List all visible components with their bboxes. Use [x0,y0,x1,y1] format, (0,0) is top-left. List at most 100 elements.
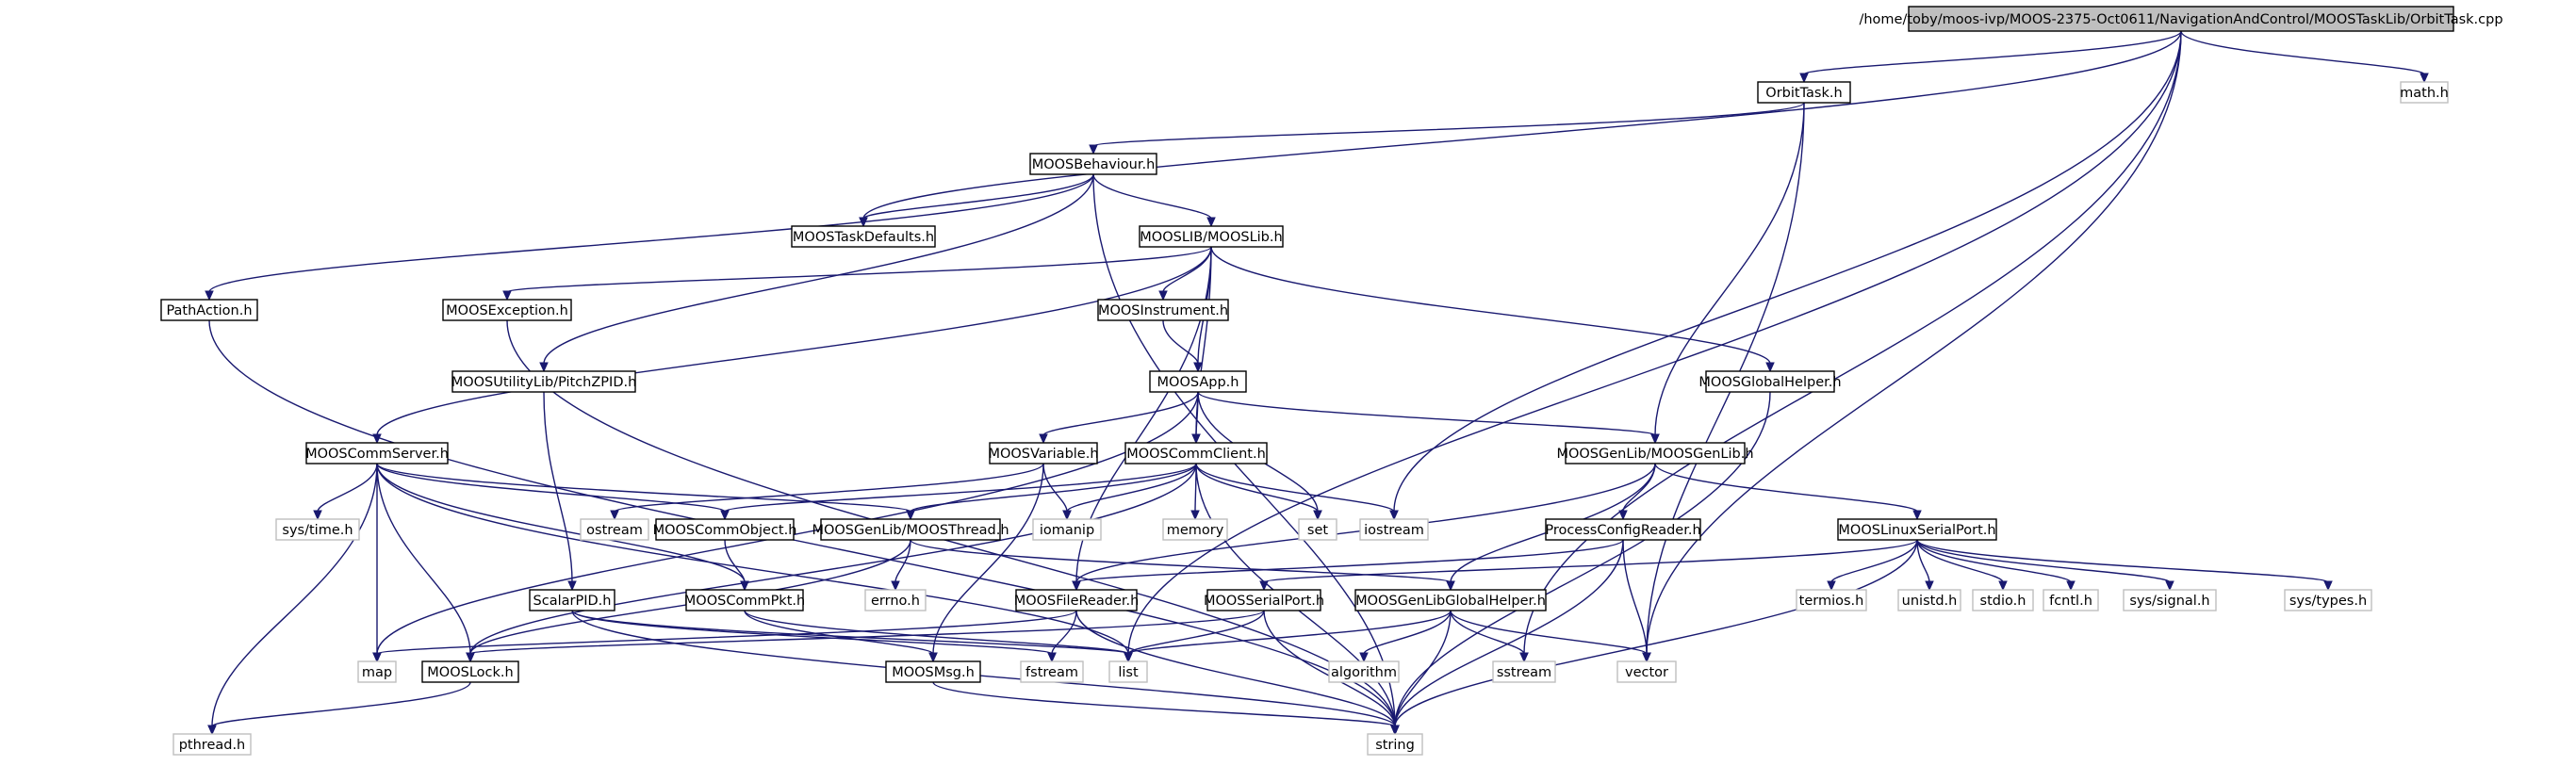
edge-moosbehaviour_h-to-mooslib_h [1092,173,1212,220]
node-label[interactable]: MOOSBehaviour.h [1032,157,1156,172]
node-label[interactable]: ScalarPID.h [533,594,612,609]
node-label[interactable]: MOOSSerialPort.h [1204,594,1324,609]
node-moosgenlibglobalhelper-h[interactable]: MOOSGenLibGlobalHelper.h [1354,589,1547,611]
node-box[interactable] [989,442,1098,464]
node-box[interactable] [1354,589,1547,611]
node-label[interactable]: MOOSMsg.h [892,665,975,680]
node-moosvariable-h[interactable]: MOOSVariable.h [988,442,1099,464]
node-label[interactable]: MOOSLinuxSerialPort.h [1838,523,1995,538]
node-box[interactable] [1837,518,1997,541]
node-box[interactable] [1705,370,1835,393]
node-box[interactable] [442,299,572,321]
node-box[interactable] [1908,6,2454,32]
node-label[interactable]: MOOSCommObject.h [653,523,797,538]
node-label[interactable]: MOOSCommPkt.h [684,594,805,609]
node-label[interactable]: MOOSUtilityLib/PitchZPID.h [451,375,637,390]
node-label[interactable]: MOOSFileReader.h [1014,594,1140,609]
node-scalarpid-h[interactable]: ScalarPID.h [529,589,615,611]
node-box[interactable] [820,518,1001,541]
node-box[interactable] [1149,370,1247,393]
node-label[interactable]: MOOSGlobalHelper.h [1698,375,1841,390]
edge-arrowhead [1389,510,1399,521]
edge-arrowhead [1191,433,1201,445]
node-label: fcntl.h [2049,594,2092,609]
node-pitchzpid-h[interactable]: MOOSUtilityLib/PitchZPID.h [451,370,637,393]
node-mooslib-h[interactable]: MOOSLIB/MOOSLib.h [1139,225,1284,248]
node-label[interactable]: /home/toby/moos-ivp/MOOS-2375-Oct0611/Na… [1859,12,2502,27]
node-box[interactable] [885,660,981,683]
node-moosinstrument-h[interactable]: MOOSInstrument.h [1097,299,1229,321]
node-processconfigreader-h[interactable]: ProcessConfigReader.h [1545,518,1701,541]
node-moosexception-h[interactable]: MOOSException.h [442,299,572,321]
edge-arrowhead [539,362,549,373]
node-box[interactable] [1545,518,1701,541]
node-label[interactable]: MOOSGenLibGlobalHelper.h [1355,594,1546,609]
node-box[interactable] [1206,589,1321,611]
edge-mooscommpkt_h-to-list [744,610,1129,655]
node-box[interactable] [1097,299,1229,321]
node-label: errno.h [871,594,920,609]
node-label[interactable]: MOOSApp.h [1157,375,1239,390]
node-orbittask-h[interactable]: OrbitTask.h [1757,81,1851,104]
node-label[interactable]: MOOSException.h [446,303,568,318]
node-box[interactable] [1015,589,1138,611]
node-box[interactable] [529,589,615,611]
edge-arrowhead [1925,580,1934,592]
edge-moosbehaviour_h-to-pathaction_h [208,173,1094,293]
node-orbittask-cpp[interactable]: /home/toby/moos-ivp/MOOS-2375-Oct0611/Na… [1859,6,2503,32]
node-box[interactable] [160,299,258,321]
node-label[interactable]: MOOSCommClient.h [1126,447,1266,462]
node-syssignal-h: sys/signal.h [2123,589,2217,611]
node-box[interactable] [1124,442,1268,464]
node-label[interactable]: ProcessConfigReader.h [1545,523,1700,538]
node-moosthread-h[interactable]: MOOSGenLib/MOOSThread.h [812,518,1009,541]
node-box[interactable] [1029,153,1157,175]
node-box[interactable] [655,518,795,541]
edge-moosvariable_h-to-iomanip [1042,463,1068,513]
node-mooslock-h[interactable]: MOOSLock.h [421,660,519,683]
node-moosserialport-h[interactable]: MOOSSerialPort.h [1204,589,1324,611]
node-label[interactable]: PathAction.h [166,303,252,318]
node-moosapp-h[interactable]: MOOSApp.h [1149,370,1247,393]
node-box[interactable] [1757,81,1851,104]
node-mooscommclient-h[interactable]: MOOSCommClient.h [1124,442,1268,464]
node-box[interactable] [685,589,804,611]
node-box[interactable] [1565,442,1746,464]
node-label[interactable]: OrbitTask.h [1765,86,1842,101]
node-label[interactable]: MOOSLIB/MOOSLib.h [1140,230,1282,245]
edge-arrowhead [372,652,382,663]
edge-moosgenlib_h-to-mooslinuxserialport_h [1654,463,1918,513]
node-label[interactable]: MOOSInstrument.h [1098,303,1228,318]
node-moosfilereader-h[interactable]: MOOSFileReader.h [1014,589,1140,611]
edge-moosvariable_h-to-moosmsg_h [932,463,1044,655]
node-box[interactable] [421,660,519,683]
node-box[interactable] [791,225,936,248]
node-label[interactable]: MOOSVariable.h [988,447,1098,462]
edge-orbittask_h-to-moosgenlib_h [1654,102,1805,436]
edge-arrowhead [928,652,938,663]
node-moosbehaviour-h[interactable]: MOOSBehaviour.h [1029,153,1157,175]
edge-mooscommclient_h-to-moosthread_h [910,463,1197,513]
node-label: iomanip [1040,523,1094,538]
node-box[interactable] [451,370,636,393]
node-pathaction-h[interactable]: PathAction.h [160,299,258,321]
node-moostaskdefaults-h[interactable]: MOOSTaskDefaults.h [791,225,936,248]
edge-arrowhead [1313,510,1322,521]
node-box[interactable] [1139,225,1284,248]
node-label[interactable]: MOOSCommServer.h [305,447,449,462]
node-mooscommobject-h[interactable]: MOOSCommObject.h [653,518,797,541]
node-box[interactable] [305,442,449,464]
node-label[interactable]: MOOSGenLib/MOOSThread.h [812,523,1009,538]
node-label[interactable]: MOOSTaskDefaults.h [793,230,934,245]
node-label[interactable]: MOOSGenLib/MOOSGenLib.h [1556,447,1753,462]
node-moosgenlib-h[interactable]: MOOSGenLib/MOOSGenLib.h [1556,442,1754,464]
node-box [2400,81,2449,104]
node-label[interactable]: MOOSLock.h [427,665,513,680]
node-termios-h: termios.h [1796,589,1867,611]
node-mooscommserver-h[interactable]: MOOSCommServer.h [305,442,449,464]
node-moosmsg-h[interactable]: MOOSMsg.h [885,660,981,683]
node-moosglobalhelper-h[interactable]: MOOSGlobalHelper.h [1698,370,1842,393]
node-mooslinuxserialport-h[interactable]: MOOSLinuxSerialPort.h [1837,518,1997,541]
edge-mooscommclient_h-to-mooslock_h [469,463,1197,655]
node-mooscommpkt-h[interactable]: MOOSCommPkt.h [684,589,805,611]
